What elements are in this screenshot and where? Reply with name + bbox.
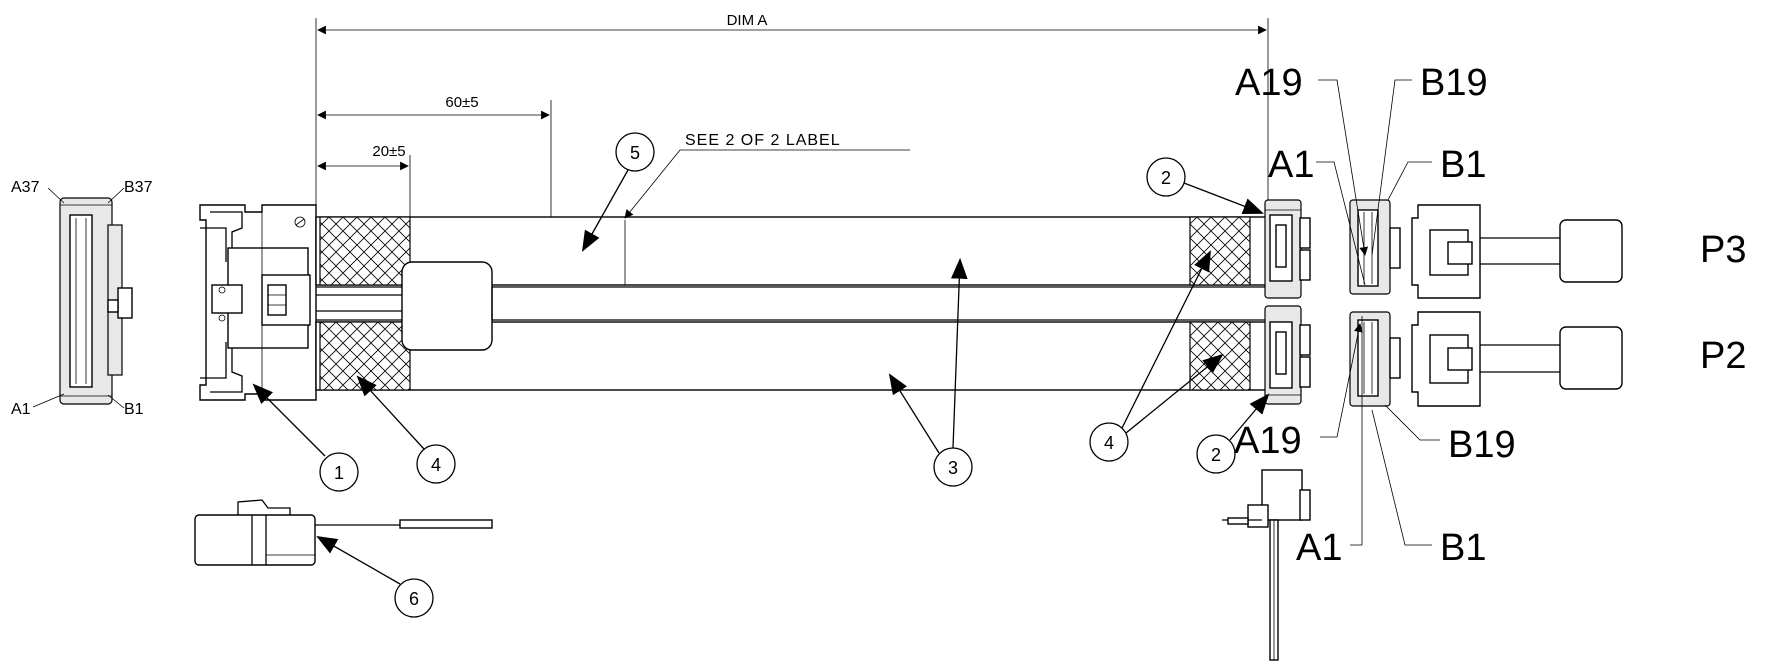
pin-label-b37: B37 [124,179,153,196]
left-connector-end-view [59,197,133,405]
balloon-4-left: 4 [356,375,456,484]
balloon-5: 5 [581,132,655,252]
right-connector-top [1264,199,1311,299]
pin-label-upper-a1: A1 [1268,144,1314,186]
pin-label-lower-b19: B19 [1448,424,1516,466]
balloon-2-top: 2 [1146,157,1264,215]
dim-60-label: 60±5 [445,94,478,111]
dimension-20: 20±5 [317,143,411,220]
plug-label-p2: P2 [1700,335,1746,377]
note-see-label: SEE 2 OF 2 LABEL [624,132,910,219]
pin-label-a1: A1 [11,401,31,418]
svg-text:2: 2 [1161,168,1171,188]
dim-20-label: 20±5 [372,143,405,160]
balloon-2-bottom: 2 [1196,393,1270,474]
right-connector-bottom [1264,305,1311,405]
svg-text:4: 4 [431,455,441,475]
pin-label-lower-a19: A19 [1234,420,1302,462]
plug-label-p3: P3 [1700,229,1746,271]
pin-label-a37: A37 [11,179,40,196]
right-hanging-connector [1222,469,1311,661]
pin-label-lower-a1: A1 [1296,527,1342,569]
balloon-6: 6 [316,535,434,618]
pin-label-upper-b1: B1 [1440,144,1486,186]
note-text: SEE 2 OF 2 LABEL [685,132,841,149]
balloon-4-right: 4 [1089,250,1224,462]
svg-text:5: 5 [630,143,640,163]
right-end-view-top [1349,199,1401,295]
left-connector-pin-labels: A37 B37 A1 B1 [11,179,153,418]
cable-label-block [401,220,626,351]
bottom-left-connector [194,499,493,566]
left-main-connector [199,204,317,401]
svg-text:3: 3 [948,458,958,478]
right-pin-labels: A19 B19 A1 B1 A19 B19 A1 B1 [1234,62,1516,569]
right-end-view-bottom [1349,311,1401,407]
sleeve-left-top [319,216,411,286]
plug-connector-p2 [1411,311,1623,407]
svg-text:6: 6 [409,589,419,609]
plug-connector-p3 [1411,204,1623,299]
pin-label-lower-b1: B1 [1440,527,1486,569]
pin-label-upper-a19: A19 [1235,62,1303,104]
svg-text:1: 1 [334,463,344,483]
svg-text:4: 4 [1104,433,1114,453]
pin-label-b1: B1 [124,401,144,418]
pin-label-upper-b19: B19 [1420,62,1488,104]
dimension-dim-a: DIM A [315,12,1269,220]
balloon-1: 1 [252,383,359,492]
balloon-3: 3 [888,257,973,487]
dim-a-label: DIM A [727,12,768,29]
svg-text:2: 2 [1211,445,1221,465]
sleeve-left-bottom [319,321,411,391]
